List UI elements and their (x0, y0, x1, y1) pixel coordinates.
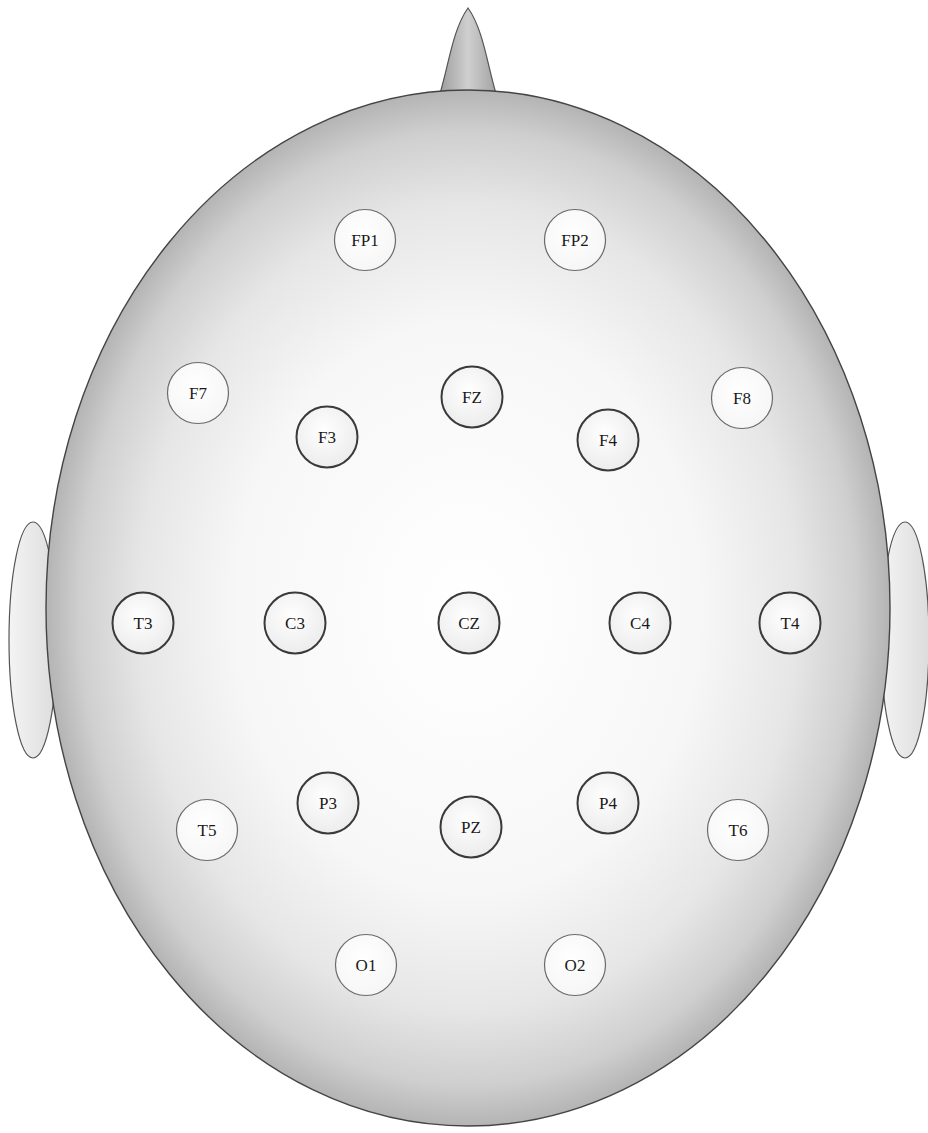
electrode: F4 (576, 408, 640, 472)
electrode-label: O1 (356, 957, 377, 974)
electrode: CZ (437, 591, 501, 655)
electrode-label: F4 (599, 432, 617, 449)
electrode-ring (708, 800, 769, 861)
electrode-label: P3 (319, 795, 337, 812)
electrode: F8 (710, 366, 774, 430)
electrode-label: C3 (285, 615, 305, 632)
electrode-ring (578, 410, 639, 471)
electrode-label: T5 (198, 822, 217, 839)
electrode: O1 (334, 933, 398, 997)
electrode: PZ (439, 795, 503, 859)
electrode: C4 (608, 591, 672, 655)
electrode-label: FP1 (351, 232, 378, 249)
electrode-label: T6 (729, 822, 748, 839)
electrode-ring (297, 407, 358, 468)
electrode-label: P4 (599, 795, 617, 812)
electrode: P3 (296, 771, 360, 835)
electrode: F7 (166, 361, 230, 425)
electrode-ring (442, 367, 503, 428)
electrode-ring (439, 593, 500, 654)
electrode-label: PZ (461, 819, 481, 836)
electrode-ring (545, 935, 606, 996)
electrode-label: T3 (134, 615, 153, 632)
electrode: FP1 (333, 208, 397, 272)
scalp-outline (46, 90, 890, 1126)
electrode-label: F8 (733, 390, 751, 407)
electrode: T5 (175, 798, 239, 862)
electrode-ring (578, 773, 639, 834)
electrode-ring (545, 210, 606, 271)
electrode-label: C4 (630, 615, 650, 632)
electrode-ring (712, 368, 773, 429)
electrode: F3 (295, 405, 359, 469)
electrode-ring (336, 935, 397, 996)
electrode: FZ (440, 365, 504, 429)
electrode-ring (113, 593, 174, 654)
electrode-label: O2 (565, 957, 586, 974)
electrode-ring (760, 593, 821, 654)
nose (438, 8, 498, 100)
electrode-label: FZ (462, 389, 482, 406)
electrode-ring (168, 363, 229, 424)
electrode-ring (335, 210, 396, 271)
electrode: T4 (758, 591, 822, 655)
electrode-label: CZ (458, 615, 480, 632)
electrode-ring (177, 800, 238, 861)
electrode: C3 (263, 591, 327, 655)
electrode-label: F3 (318, 429, 336, 446)
electrode-label: F7 (189, 385, 207, 402)
electrode: P4 (576, 771, 640, 835)
electrode: O2 (543, 933, 607, 997)
electrode-ring (610, 593, 671, 654)
electrode-ring (441, 797, 502, 858)
electrode: FP2 (543, 208, 607, 272)
electrode-ring (265, 593, 326, 654)
electrode-label: T4 (781, 615, 800, 632)
electrode-label: FP2 (561, 232, 588, 249)
electrode: T3 (111, 591, 175, 655)
electrode-ring (298, 773, 359, 834)
electrode: T6 (706, 798, 770, 862)
